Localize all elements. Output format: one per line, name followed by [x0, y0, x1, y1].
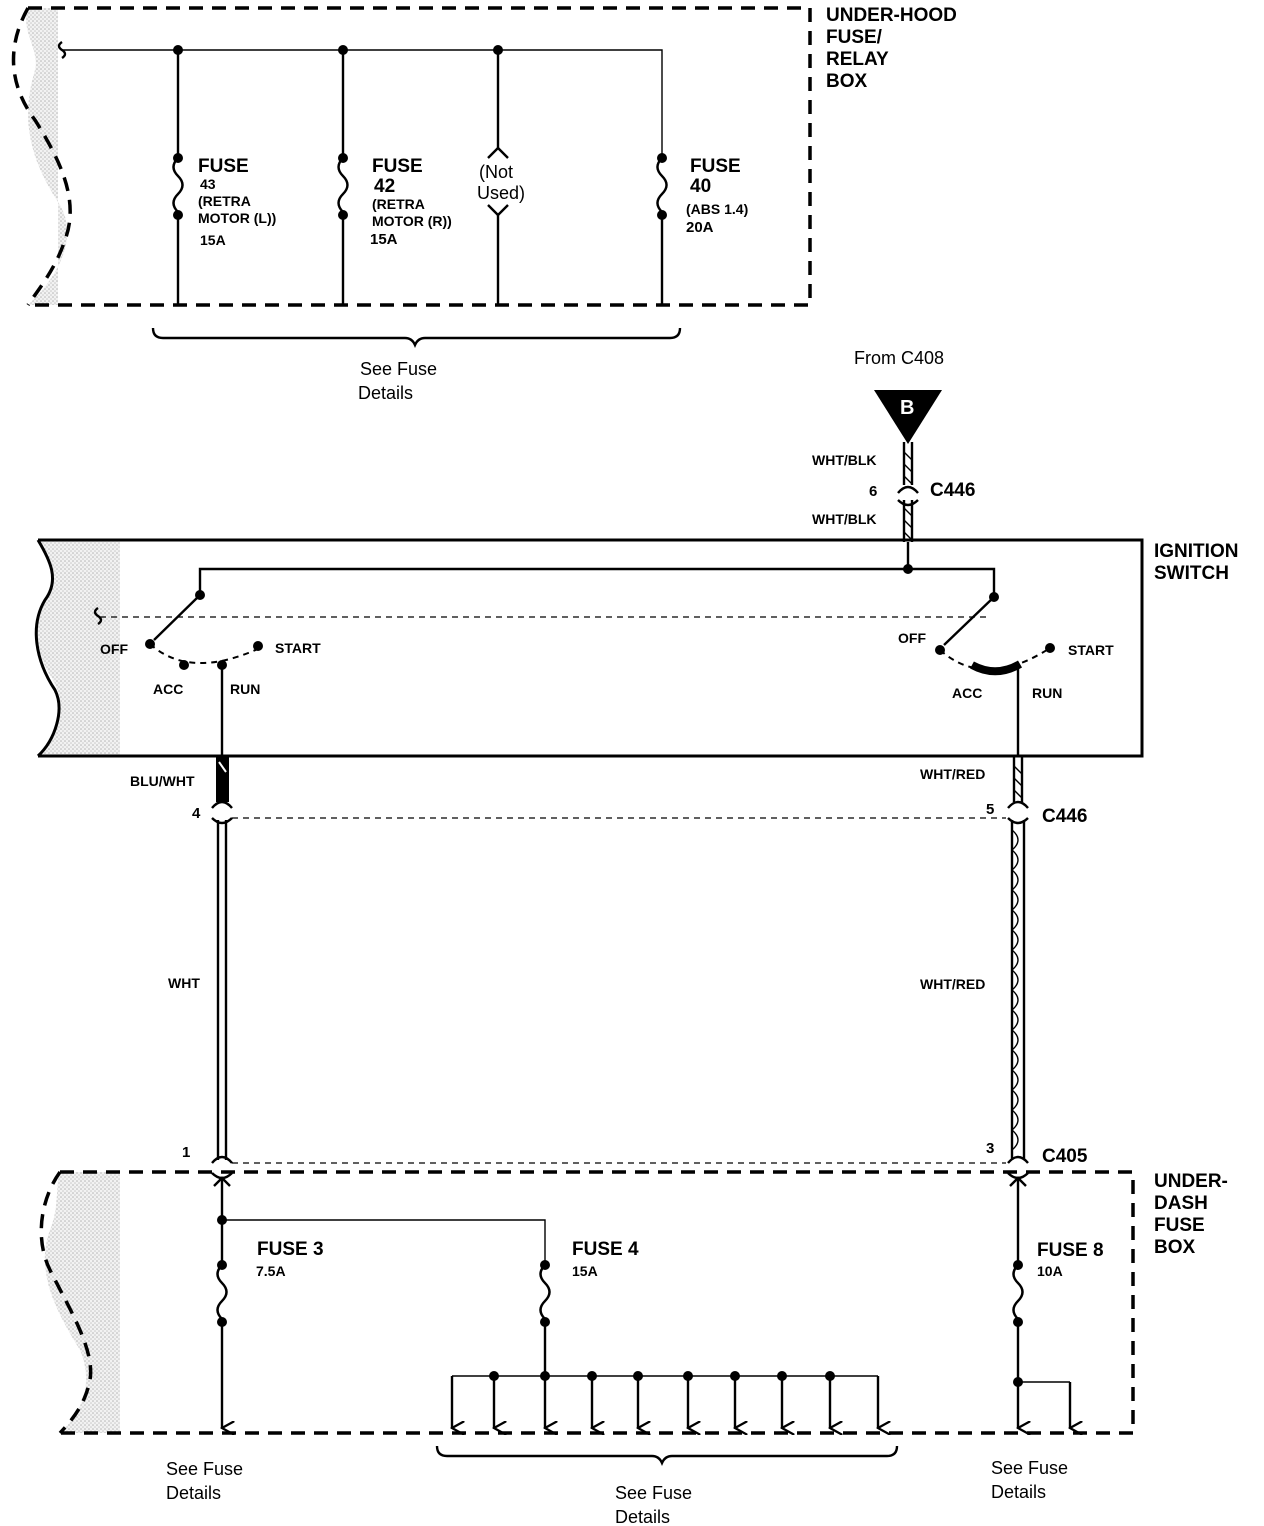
- not-used-line-2: Used): [477, 183, 525, 203]
- fuse42-title: FUSE: [372, 156, 423, 177]
- from-c408-label: From C408: [854, 348, 944, 368]
- wire-wht: WHT: [168, 975, 200, 991]
- left-run-label: RUN: [230, 681, 260, 697]
- fuse4-rating: 15A: [572, 1263, 598, 1279]
- underhood-title-1: UNDER-HOOD: [826, 5, 957, 26]
- fuse40-line-1: 40: [690, 176, 711, 197]
- fuse43-line-1: 43: [200, 176, 216, 192]
- fuse3-rating: 7.5A: [256, 1263, 286, 1279]
- right-off-label: OFF: [898, 630, 926, 646]
- wire-wht-red: WHT/RED: [920, 976, 985, 992]
- underhood-fuse-box: UNDER-HOOD FUSE/ RELAY BOX FUSE 43 (RETR…: [11, 5, 957, 403]
- underhood-title-2: FUSE/: [826, 27, 883, 48]
- pin-3: 3: [986, 1140, 994, 1157]
- fuse43-line-4: 15A: [200, 232, 226, 248]
- fuse42-line-1: 42: [374, 176, 395, 197]
- fuse-8: [1009, 1176, 1070, 1428]
- center-see-fuse-1: See Fuse: [615, 1483, 692, 1503]
- fuse40-line-2: (ABS 1.4): [686, 201, 748, 217]
- fuse42-line-3: MOTOR (R)): [372, 213, 452, 229]
- fuse40-title: FUSE: [690, 156, 741, 177]
- left-start-label: START: [275, 640, 321, 656]
- underdash-title-3: FUSE: [1154, 1215, 1205, 1236]
- wire-blu-wht: BLU/WHT: [130, 773, 195, 789]
- underhood-see-fuse-2: Details: [358, 383, 413, 403]
- fuse8-rating: 10A: [1037, 1263, 1063, 1279]
- right-run-label: RUN: [1032, 685, 1062, 701]
- fuse40-line-3: 20A: [686, 219, 714, 236]
- underdash-title-2: DASH: [1154, 1193, 1208, 1214]
- right-see-fuse-2: Details: [991, 1482, 1046, 1502]
- switch-link-icon: [93, 607, 103, 625]
- fuse-40: [656, 153, 668, 305]
- pin-4: 4: [192, 805, 201, 822]
- ignition-title-1: IGNITION: [1154, 541, 1238, 562]
- fuse-4: [452, 1260, 878, 1377]
- fuse43-line-2: (RETRA: [198, 193, 251, 209]
- center-see-fuse-2: Details: [615, 1507, 670, 1526]
- ignition-title-2: SWITCH: [1154, 563, 1229, 584]
- unused-position: [487, 45, 509, 305]
- wiring-harness: BLU/WHT 4 WHT/RED 5 C446 WHT WHT/RED 1 3…: [130, 756, 1088, 1180]
- connector-c405: C405: [1042, 1146, 1088, 1167]
- left-off-label: OFF: [100, 641, 128, 657]
- right-see-fuse-1: See Fuse: [991, 1458, 1068, 1478]
- right-start-label: START: [1068, 642, 1114, 658]
- underdash-brace: [435, 1445, 899, 1467]
- fuse4-title: FUSE 4: [572, 1239, 639, 1260]
- pin-6: 6: [869, 483, 877, 500]
- left-see-fuse-1: See Fuse: [166, 1459, 243, 1479]
- source-b: From C408 B WHT/BLK 6 C446 WHT/BLK: [812, 348, 975, 542]
- underhood-see-fuse-1: See Fuse: [360, 359, 437, 379]
- not-used-line-1: (Not: [479, 162, 513, 182]
- fuse-4-branches: [452, 1371, 878, 1428]
- underdash-fuse-box: UNDER- DASH FUSE BOX FUSE 3 7.5A FUSE 4 …: [39, 1170, 1228, 1526]
- underdash-title-1: UNDER-: [1154, 1171, 1228, 1192]
- connector-c446-bottom: C446: [1042, 806, 1087, 827]
- fuse-42: [337, 45, 349, 305]
- fuse-3: [213, 1176, 546, 1428]
- terminal-b-triangle: [874, 390, 942, 444]
- wire-wht-blk-bottom: WHT/BLK: [812, 511, 877, 527]
- wire-wht-blk-top: WHT/BLK: [812, 452, 877, 468]
- pin-5: 5: [986, 801, 994, 818]
- underhood-title-4: BOX: [826, 71, 868, 92]
- right-acc-label: ACC: [952, 685, 982, 701]
- fuse3-title: FUSE 3: [257, 1239, 324, 1260]
- terminal-b-label: B: [900, 397, 914, 419]
- fuse43-title: FUSE: [198, 156, 249, 177]
- fuse42-line-2: (RETRA: [372, 196, 425, 212]
- wire-wht-red-top: WHT/RED: [920, 766, 985, 782]
- fuse42-line-4: 15A: [370, 231, 398, 248]
- left-acc-label: ACC: [153, 681, 183, 697]
- left-see-fuse-2: Details: [166, 1483, 221, 1503]
- underhood-brace: [151, 327, 682, 349]
- bus-break-icon: [57, 41, 67, 59]
- fuse8-title: FUSE 8: [1037, 1240, 1104, 1261]
- underdash-title-4: BOX: [1154, 1237, 1196, 1258]
- fuse-43: [172, 45, 184, 305]
- connector-c446-top: C446: [930, 480, 975, 501]
- pin-1: 1: [182, 1144, 190, 1161]
- ignition-switch: IGNITION SWITCH OFF START ACC RUN OFF ST…: [34, 538, 1238, 758]
- fuse43-line-3: MOTOR (L)): [198, 210, 276, 226]
- underhood-title-3: RELAY: [826, 49, 889, 70]
